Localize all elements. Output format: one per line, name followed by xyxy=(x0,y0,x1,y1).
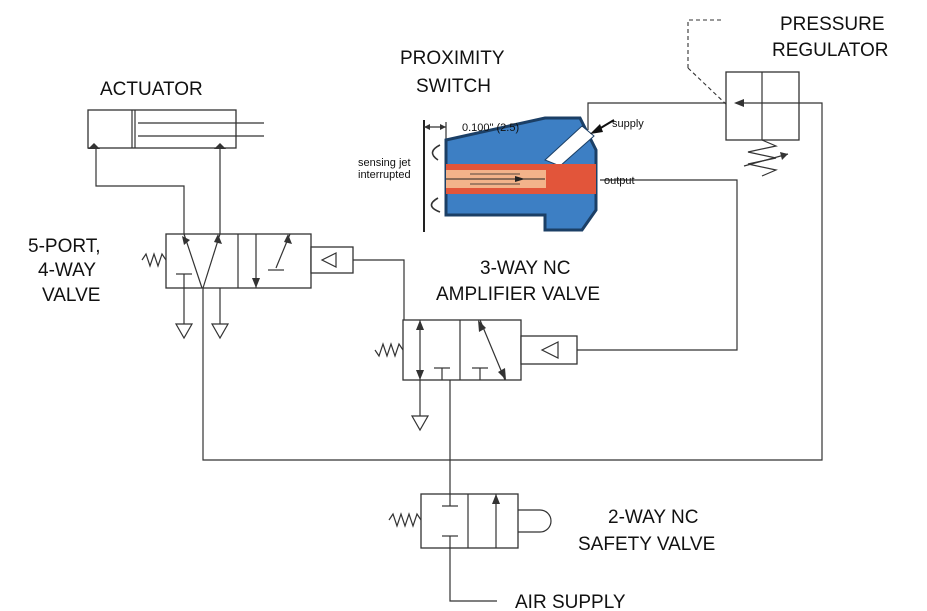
five-port-exhausts xyxy=(174,288,230,340)
sensing-jet-label-line1: sensing jet xyxy=(358,157,411,169)
proximity-switch-label-line2: SWITCH xyxy=(416,76,491,97)
actuator-line-a xyxy=(95,149,185,234)
proximity-switch-illustration xyxy=(423,116,615,232)
sensing-jet-label-line2: interrupted xyxy=(358,169,411,181)
safety-valve-label-line1: 2-WAY NC xyxy=(608,507,698,528)
pressure-regulator-label-line1: PRESSURE xyxy=(780,14,885,35)
pressure-regulator xyxy=(687,19,800,177)
two-way-safety-valve xyxy=(388,493,552,549)
actuator-cylinder xyxy=(87,109,264,149)
pressure-regulator-label-line2: REGULATOR xyxy=(772,40,889,61)
switch-output-line xyxy=(577,179,738,351)
amplifier-valve-label-line1: 3-WAY NC xyxy=(480,258,570,279)
switch-output-label: output xyxy=(604,175,635,187)
air-supply-line xyxy=(449,548,497,602)
switch-supply-label: supply xyxy=(612,118,644,130)
air-supply-label: AIR SUPPLY xyxy=(515,592,626,611)
three-way-amplifier-valve xyxy=(374,319,578,381)
pilot-line-to-amplifier xyxy=(353,259,405,320)
five-port-valve-label-line1: 5-PORT, xyxy=(28,236,101,257)
safety-valve-label-line2: SAFETY VALVE xyxy=(578,534,715,555)
five-port-valve-label-line3: VALVE xyxy=(42,285,100,306)
amplifier-exhaust xyxy=(410,380,430,432)
regulator-to-switch-line xyxy=(587,102,726,130)
five-port-four-way-valve xyxy=(141,233,354,289)
main-supply-loop-line xyxy=(202,102,823,461)
actuator-label: ACTUATOR xyxy=(100,79,203,100)
switch-dimension-label: 0.100" (2.5) xyxy=(462,122,519,134)
proximity-switch-label-line1: PROXIMITY xyxy=(400,48,505,69)
five-port-valve-label-line2: 4-WAY xyxy=(38,260,96,281)
amplifier-valve-label-line2: AMPLIFIER VALVE xyxy=(436,284,600,305)
